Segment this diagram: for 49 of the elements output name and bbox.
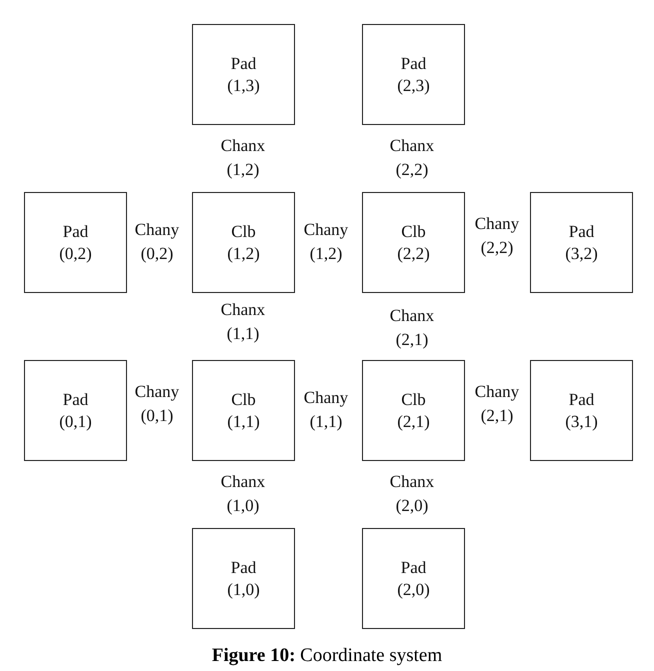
- coordinate-label: (3,1): [565, 410, 598, 432]
- pad-box: [192, 528, 295, 629]
- block-name: Pad: [62, 220, 88, 242]
- logic-block-box: [192, 360, 295, 461]
- coordinate-label: (2,2): [397, 242, 430, 264]
- channel-label: Chany (1,2): [302, 219, 350, 265]
- pad-box: [24, 360, 127, 461]
- channel-label: Chany (2,1): [474, 381, 520, 427]
- logic-block-box: [362, 360, 465, 461]
- channel-label: Chanx (1,1): [220, 299, 266, 345]
- channel-label: Chanx (1,2): [220, 135, 266, 181]
- logic-block-box: [362, 192, 465, 293]
- pad-box: [530, 192, 633, 293]
- coordinate-label: (0,1): [59, 410, 92, 432]
- block-name: Pad: [400, 52, 426, 74]
- channel-label: Chanx (2,0): [388, 471, 436, 517]
- channel-label: Chanx (2,1): [388, 305, 436, 351]
- coordinate-label: (0,2): [59, 242, 92, 264]
- coordinate-label: (1,1): [227, 410, 260, 432]
- coordinate-label: (1,2): [227, 242, 260, 264]
- block-name: Clb: [231, 220, 256, 242]
- block-name: Clb: [401, 220, 426, 242]
- pad-box: [24, 192, 127, 293]
- coordinate-label: (2,1): [397, 410, 430, 432]
- block-name: Clb: [231, 388, 256, 410]
- pad-box: [362, 24, 465, 125]
- block-name: Pad: [400, 556, 426, 578]
- coordinate-label: (1,3): [227, 74, 260, 96]
- coordinate-label: (2,3): [397, 74, 430, 96]
- coordinate-label: (2,0): [397, 578, 430, 600]
- block-name: Pad: [568, 388, 594, 410]
- block-name: Clb: [401, 388, 426, 410]
- channel-label: Chany (2,2): [474, 213, 520, 259]
- pad-box: [192, 24, 295, 125]
- channel-label: Chanx (2,2): [388, 135, 436, 181]
- channel-label: Chanx (1,0): [220, 471, 266, 517]
- block-name: Pad: [230, 556, 256, 578]
- logic-block-box: [192, 192, 295, 293]
- pad-box: [362, 528, 465, 629]
- pad-box: [530, 360, 633, 461]
- coordinate-label: (3,2): [565, 242, 598, 264]
- coordinate-label: (1,0): [227, 578, 260, 600]
- channel-label: Chany (0,2): [134, 219, 180, 265]
- block-name: Pad: [62, 388, 88, 410]
- block-name: Pad: [568, 220, 594, 242]
- figure-caption: Figure 10: Coordinate system: [212, 645, 442, 667]
- channel-label: Chany (1,1): [302, 387, 350, 433]
- block-name: Pad: [230, 52, 256, 74]
- channel-label: Chany (0,1): [134, 381, 180, 427]
